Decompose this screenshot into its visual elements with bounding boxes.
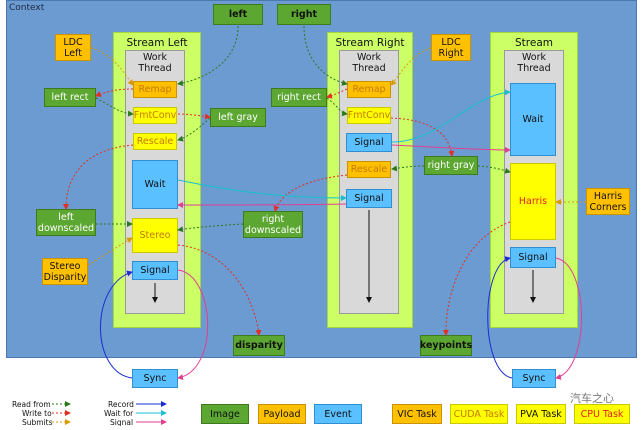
image-disparity: disparity: [233, 335, 285, 356]
image-right-downscaled: right downscaled: [243, 211, 303, 238]
event-signal-left: Signal: [132, 261, 178, 280]
event-signal-right-1: Signal: [346, 133, 392, 152]
stream-keypoints-thread-title: Work Thread: [517, 52, 551, 74]
event-wait-keypoints: Wait: [510, 83, 556, 156]
legend-write-to: Write to: [22, 409, 52, 418]
watermark: 汽车之心: [570, 392, 614, 405]
legend-payload: Payload: [258, 404, 306, 424]
legend-cpu-task: CPU Task: [574, 404, 630, 424]
task-fmtconv-right: FmtConv: [347, 107, 391, 124]
stream-left-title: Stream Left: [126, 37, 188, 49]
image-right-gray: right gray: [424, 156, 478, 175]
image-left: left: [213, 4, 263, 25]
stream-left-thread-title: Work Thread: [138, 52, 172, 74]
task-remap-left: Remap: [133, 81, 177, 98]
task-stereo: Stereo: [132, 218, 178, 253]
task-rescale-left: Rescale: [133, 133, 177, 150]
task-harris: Harris: [510, 163, 556, 240]
stream-right-thread-title: Work Thread: [352, 52, 386, 74]
image-right-rect: right rect: [271, 88, 327, 107]
legend-submits: Submits: [22, 418, 53, 426]
legend-signal: Signal: [110, 418, 134, 426]
legend-cuda-task: CUDA Task: [450, 404, 508, 424]
legend-event: Event: [314, 404, 362, 424]
legend-pva-task: PVA Task: [516, 404, 566, 424]
task-fmtconv-left: FmtConv: [133, 107, 177, 124]
payload-ldc-left: LDC Left: [55, 34, 91, 61]
image-left-rect: left rect: [44, 88, 96, 107]
image-right: right: [277, 4, 331, 25]
legend-wait-for: Wait for: [104, 409, 134, 418]
task-remap-right: Remap: [347, 81, 391, 98]
task-rescale-right: Rescale: [347, 161, 391, 178]
event-wait-left: Wait: [132, 160, 178, 209]
legend-vic-task: VIC Task: [392, 404, 442, 424]
payload-harris-corners: Harris Corners: [586, 188, 630, 215]
stream-right-title: Stream Right: [335, 37, 405, 49]
legend-read-from: Read from: [12, 400, 51, 409]
payload-ldc-right: LDC Right: [431, 34, 471, 61]
image-left-downscaled: left downscaled: [36, 209, 96, 236]
context-label: Context: [9, 3, 45, 13]
legend-record: Record: [108, 400, 134, 409]
legend-image: Image: [201, 404, 249, 424]
payload-stereo-disparity: Stereo Disparity: [42, 258, 88, 285]
